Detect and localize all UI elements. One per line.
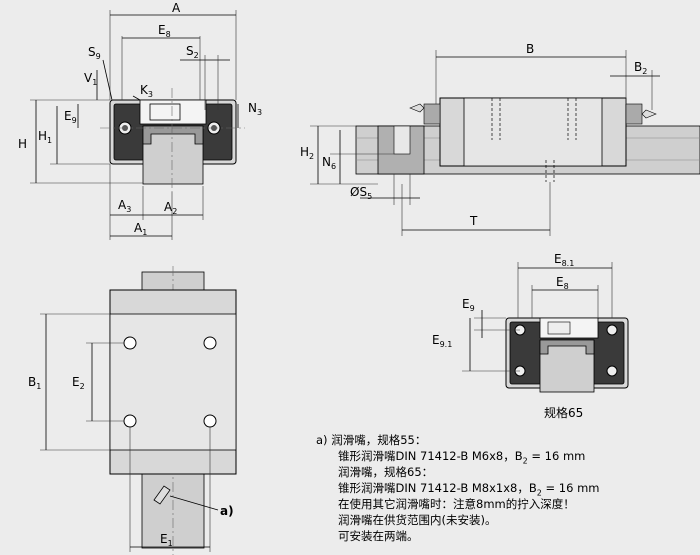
note-line-5: 在使用其它润滑嘴时：注意8mm的拧入深度！ bbox=[338, 497, 575, 511]
size65-labels: E8.1 E8 E9 E9.1 规格65 bbox=[432, 252, 583, 420]
svg-text:E9: E9 bbox=[462, 297, 475, 313]
top-view bbox=[109, 266, 237, 555]
svg-text:E8: E8 bbox=[158, 23, 171, 39]
svg-text:B: B bbox=[526, 42, 534, 56]
svg-text:B2: B2 bbox=[634, 60, 647, 76]
note-line-4: 锥形润滑嘴DIN 71412-B M8x1x8，B2 = 16 mm bbox=[338, 481, 600, 498]
svg-text:E2: E2 bbox=[72, 375, 85, 391]
svg-text:S2: S2 bbox=[186, 44, 199, 60]
top-lube-nipple bbox=[153, 485, 171, 505]
note-line-3: 润滑嘴，规格65： bbox=[338, 465, 434, 479]
top-view-dimensions bbox=[40, 313, 219, 552]
svg-text:N3: N3 bbox=[248, 101, 262, 117]
front-view-dimensions bbox=[30, 10, 239, 240]
label-A: A bbox=[172, 1, 181, 15]
side-view bbox=[355, 97, 700, 182]
svg-text:T: T bbox=[469, 214, 478, 228]
note-line-7: 可安装在两端。 bbox=[338, 529, 419, 543]
note-line-6: 润滑嘴在供货范围内(未安装)。 bbox=[338, 513, 497, 527]
svg-text:ØS5: ØS5 bbox=[350, 185, 372, 201]
top-bolt-br bbox=[203, 414, 217, 428]
front-view bbox=[100, 88, 245, 192]
svg-text:a): a) bbox=[220, 504, 234, 518]
size65-view bbox=[505, 317, 629, 393]
svg-text:H2: H2 bbox=[300, 145, 314, 161]
svg-text:N6: N6 bbox=[322, 155, 336, 171]
svg-text:H: H bbox=[18, 137, 27, 151]
svg-text:K3: K3 bbox=[140, 83, 153, 99]
svg-text:A3: A3 bbox=[118, 198, 131, 214]
front-view-labels: A E8 S9 S2 V1 K3 E9 N3 H H1 A3 A2 A1 bbox=[18, 1, 262, 237]
top-view-labels: B1 E2 E1 a) bbox=[28, 375, 234, 548]
svg-text:E9: E9 bbox=[64, 109, 77, 125]
svg-text:E8.1: E8.1 bbox=[554, 252, 574, 268]
svg-text:A2: A2 bbox=[164, 200, 177, 216]
top-bolt-tr bbox=[203, 336, 217, 350]
svg-text:S9: S9 bbox=[88, 45, 101, 61]
rail-section bbox=[142, 125, 204, 185]
svg-text:H1: H1 bbox=[38, 129, 52, 145]
svg-text:E8: E8 bbox=[556, 275, 569, 291]
svg-text:A1: A1 bbox=[134, 221, 147, 237]
lube-nipple-left bbox=[409, 103, 425, 113]
size65-dimensions bbox=[462, 262, 613, 372]
svg-text:V1: V1 bbox=[84, 71, 97, 87]
size65-caption: 规格65 bbox=[544, 405, 583, 420]
lube-nipple-right bbox=[641, 109, 657, 119]
side-view-dimensions bbox=[310, 50, 660, 236]
side-view-labels: B B2 H2 N6 ØS5 T bbox=[300, 42, 647, 228]
note-line-1: a) 润滑嘴，规格55： bbox=[316, 433, 427, 447]
top-bolt-bl bbox=[123, 414, 137, 428]
top-bolt-tl bbox=[123, 336, 137, 350]
svg-text:E9.1: E9.1 bbox=[432, 333, 452, 349]
svg-text:B1: B1 bbox=[28, 375, 41, 391]
note-line-2: 锥形润滑嘴DIN 71412-B M6x8，B2 = 16 mm bbox=[338, 449, 586, 466]
svg-text:E1: E1 bbox=[160, 532, 173, 548]
